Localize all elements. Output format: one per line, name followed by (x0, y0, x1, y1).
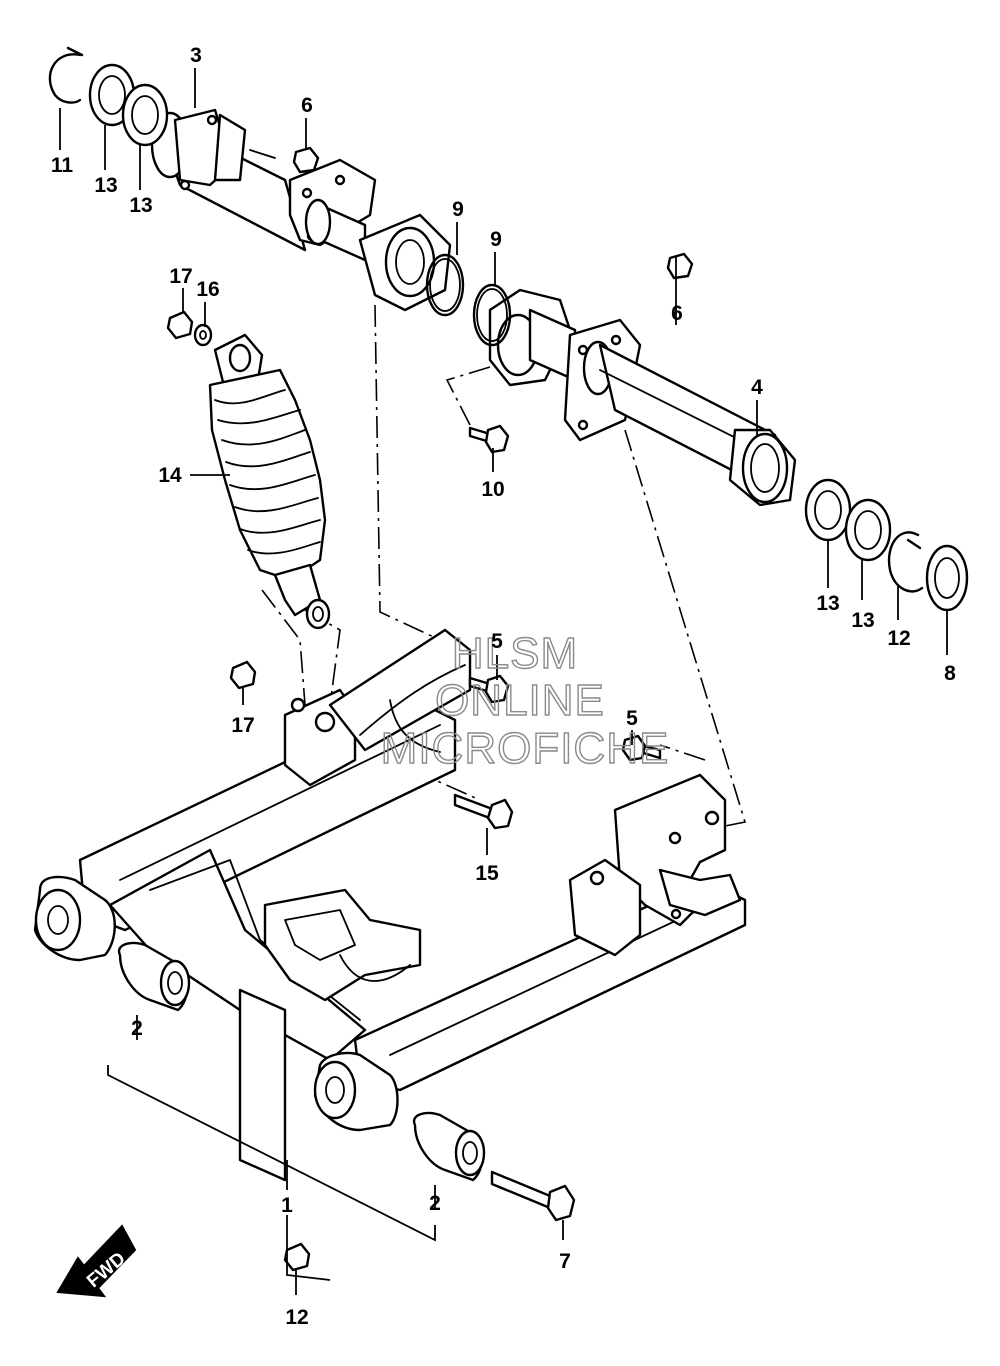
callout-13: 13 (816, 592, 839, 615)
callout-14: 14 (158, 464, 182, 487)
bushing-left (117, 941, 191, 1012)
rear-shock-absorber (208, 333, 331, 630)
callout-13: 13 (129, 194, 152, 217)
callout-17: 17 (169, 265, 192, 288)
circlip-left (48, 46, 84, 104)
callout-9: 9 (490, 228, 502, 251)
leader-lines (59, 68, 948, 1295)
callout-1: 1 (281, 1194, 293, 1217)
washer-16 (193, 323, 213, 347)
callout-2: 2 (429, 1192, 441, 1215)
callout-2: 2 (131, 1017, 143, 1040)
bearing-left-2 (121, 83, 169, 147)
callout-12: 12 (887, 627, 910, 650)
callout-15: 15 (475, 862, 499, 885)
bolt-5-right (621, 734, 662, 762)
nut-6-left (292, 146, 320, 174)
callout-labels: 11 13 13 3 6 9 9 17 16 6 4 14 10 13 13 1… (51, 44, 956, 1329)
callout-5: 5 (491, 630, 503, 653)
callout-12: 11 (51, 154, 74, 177)
watermark-line3: MICROFICHE (381, 724, 670, 773)
nut-8 (283, 1242, 311, 1272)
bearing-right-2 (844, 498, 892, 562)
bolt-7 (490, 1170, 576, 1222)
watermark-line1: HLSM (452, 629, 578, 678)
nut-17-top (166, 310, 194, 340)
dust-seal-right (925, 544, 969, 612)
callout-6: 6 (301, 94, 313, 117)
callout-8: 12 (285, 1306, 308, 1329)
forward-direction-arrow: FWD (56, 1224, 137, 1298)
pivot-tube-left (150, 108, 452, 312)
callout-10: 8 (944, 662, 956, 685)
bushing-right (412, 1111, 486, 1182)
callout-13: 13 (851, 609, 874, 632)
callout-4: 4 (751, 376, 763, 399)
callout-5: 5 (626, 707, 638, 730)
callout-3: 3 (190, 44, 202, 67)
bolt-5-left (468, 674, 510, 704)
nut-17-lower (229, 660, 257, 690)
callout-11: 10 (481, 478, 504, 501)
pivot-tube-right (488, 288, 797, 507)
callout-9: 9 (452, 198, 464, 221)
watermark-line2: ONLINE (435, 676, 605, 725)
callout-7: 7 (559, 1250, 571, 1273)
callout-6: 6 (671, 302, 683, 325)
callout-16: 16 (196, 278, 219, 301)
bolt-11 (468, 424, 510, 454)
bearing-right-1 (804, 478, 852, 542)
bolt-15 (453, 793, 514, 830)
o-ring-left (425, 253, 465, 317)
callout-17: 17 (231, 714, 254, 737)
nut-6-right (666, 252, 694, 280)
circlip-right (887, 531, 924, 593)
callout-13: 13 (94, 174, 117, 197)
swingarm (33, 628, 747, 1182)
watermark: HLSM ONLINE MICROFICHE (380, 628, 670, 773)
o-ring-right (472, 283, 512, 347)
